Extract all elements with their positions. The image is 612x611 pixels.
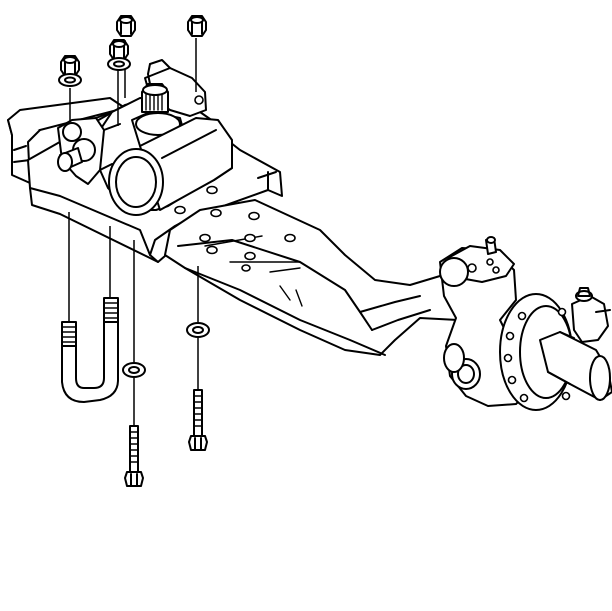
nut-2 (187, 15, 207, 37)
leader-lines (68, 38, 199, 426)
nut-3 (60, 55, 80, 77)
spindle (539, 331, 612, 401)
nuts (60, 15, 207, 77)
washer-top-mid (107, 57, 131, 71)
bolt-1 (124, 425, 144, 487)
mounting-holes (174, 185, 296, 272)
washers (58, 57, 210, 378)
washer-top-left (58, 73, 82, 87)
mounting-bolts (124, 389, 208, 487)
u-bolt (61, 297, 119, 403)
steering-knuckle (439, 236, 573, 411)
nut-1 (116, 15, 136, 37)
bolt-2 (188, 389, 208, 451)
steering-gear (57, 59, 233, 216)
frame-rail (7, 97, 126, 184)
washer-lower-1 (122, 362, 146, 378)
tie-rod-end (571, 287, 611, 343)
washer-lower-2 (186, 322, 210, 338)
nut-4 (109, 39, 129, 61)
